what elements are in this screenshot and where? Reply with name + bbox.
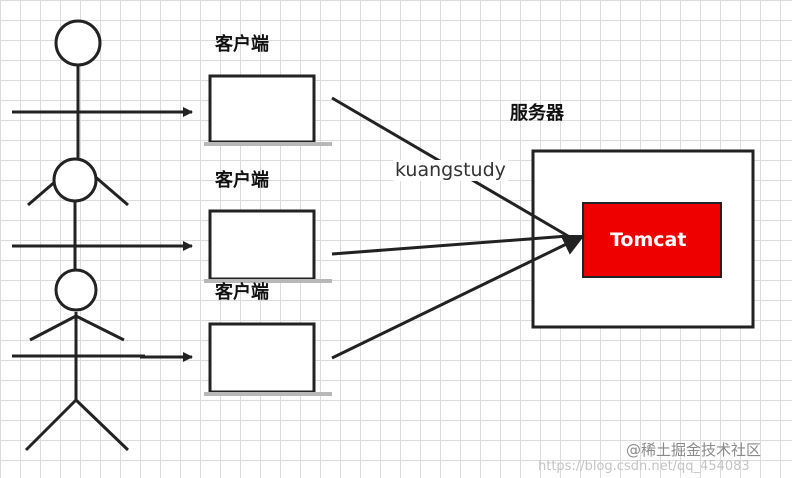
client-label-3: 客户端	[215, 282, 269, 303]
client-2-connection	[331, 234, 569, 256]
client-1-base	[204, 142, 332, 146]
watermark-url: https://blog.csdn.net/qq_454083	[538, 459, 750, 474]
client-3-screen	[208, 322, 316, 394]
user-3-head	[54, 268, 98, 312]
client-label-1: 客户端	[215, 34, 269, 55]
client-1-screen	[208, 74, 316, 144]
user-figure-2	[12, 157, 145, 290]
user-figure-3	[12, 268, 145, 452]
client-laptop-2	[204, 209, 332, 283]
client-laptop-3	[204, 322, 332, 396]
watermark-brand: @稀土掘金技术社区	[626, 441, 762, 459]
user-1-head	[54, 19, 102, 67]
client-2-screen	[208, 209, 316, 281]
client-2-base	[204, 279, 332, 283]
user-3-shoulder-right	[75, 314, 125, 342]
server-label: 服务器	[510, 103, 564, 124]
tomcat-label: Tomcat	[610, 229, 687, 251]
user-3-shoulder-left	[29, 314, 77, 342]
client-3-connection	[331, 234, 585, 360]
client-laptop-1	[204, 74, 332, 146]
user-3-leg-left	[24, 398, 78, 452]
user-3-leg-right	[74, 398, 130, 452]
client-3-base	[204, 392, 332, 396]
user-2-head	[52, 157, 98, 203]
connection-label: kuangstudy	[393, 159, 508, 181]
client-label-2: 客户端	[215, 170, 269, 191]
